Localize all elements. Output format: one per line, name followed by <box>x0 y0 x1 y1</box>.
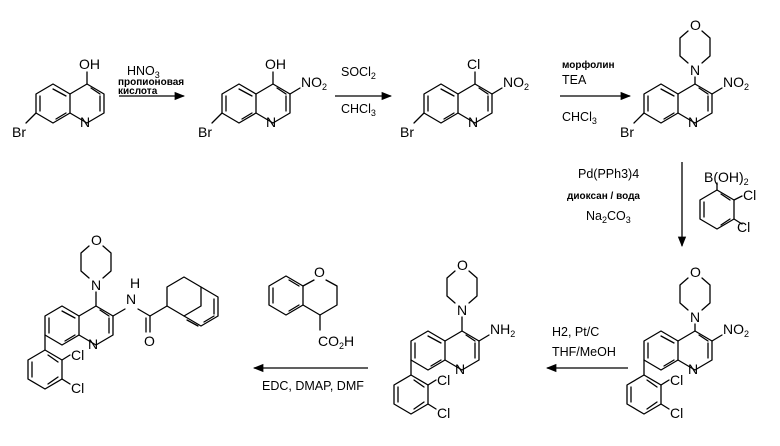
bromo-label: Br <box>12 124 26 140</box>
nitrogen-label: N <box>455 361 465 377</box>
chloro-label: Cl <box>467 56 480 72</box>
chloro-label: Cl <box>743 187 756 203</box>
svg-text:THF/MeOH: THF/MeOH <box>552 345 616 359</box>
compound-8-dichlorophenyl-4-morpholinoquinolin-3-amine: O N NH2 N Cl Cl <box>394 257 515 421</box>
compound-chroman-4-carboxylic-acid: O CO2H <box>269 264 354 351</box>
oxygen-label: O <box>91 232 102 248</box>
oxygen-label: O <box>690 264 701 280</box>
nitrogen-label: N <box>266 114 276 130</box>
nitrogen-label: N <box>80 114 90 130</box>
nitro-label: NO2 <box>723 74 749 92</box>
nitrogen-label: N <box>690 309 700 325</box>
bromo-label: Br <box>620 124 634 140</box>
nitrogen-label: N <box>457 302 467 318</box>
hydroxy-label: OH <box>79 56 100 72</box>
svg-text:H2, Pt/C: H2, Pt/C <box>552 325 599 339</box>
reagents-step-1: HNO3 пропионовая кислота <box>118 64 184 97</box>
compound-8-bromo-4-chloro-3-nitroquinoline: Cl NO2 N Br <box>400 56 529 140</box>
oxygen-label: O <box>690 17 701 33</box>
svg-text:SOCl2: SOCl2 <box>341 65 376 81</box>
svg-text:Na2CO3: Na2CO3 <box>586 209 631 225</box>
reagents-step-3: морфолин TEA CHCl3 <box>562 59 615 126</box>
compound-8-bromoquinolin-4-ol: OH N Br <box>12 56 104 140</box>
compound-8-bromo-3-nitroquinolin-4-ol: OH NO2 N Br <box>198 56 327 140</box>
nitrogen-label: N <box>690 62 700 78</box>
hydroxy-label: OH <box>265 56 286 72</box>
nitro-label: NO2 <box>503 74 529 92</box>
amide-nitrogen-label: N <box>126 291 136 307</box>
chloro-label: Cl <box>670 405 683 421</box>
nitro-label: NO2 <box>301 74 327 92</box>
nitrogen-label: N <box>688 361 698 377</box>
compound-8-bromo-4-morpholino-3-nitroquinoline: O N NO2 N Br <box>620 17 749 140</box>
carbonyl-oxygen-label: O <box>144 333 155 349</box>
svg-text:CHCl3: CHCl3 <box>341 102 376 118</box>
nitrogen-label: N <box>88 336 98 352</box>
chloro-label: Cl <box>437 372 450 388</box>
compound-2-3-dichlorophenylboronic-acid: B(OH)2 Cl Cl <box>700 169 756 235</box>
nitro-label: NO2 <box>723 321 749 339</box>
svg-text:кислота: кислота <box>118 86 158 97</box>
reagents-step-4: Pd(PPh3)4 диоксан / вода Na2CO3 <box>567 167 640 225</box>
bromo-label: Br <box>400 124 414 140</box>
chloro-label: Cl <box>71 347 84 363</box>
svg-text:Pd(PPh3)4: Pd(PPh3)4 <box>578 167 639 181</box>
boronic-acid-label: B(OH)2 <box>704 169 749 187</box>
nitrogen-label: N <box>688 114 698 130</box>
svg-text:диоксан / вода: диоксан / вода <box>567 191 640 202</box>
reagents-step-5: H2, Pt/C THF/MeOH <box>552 325 616 359</box>
nitrogen-label: N <box>468 114 478 130</box>
oxygen-label: O <box>457 257 468 273</box>
svg-text:морфолин: морфолин <box>562 59 615 71</box>
chloro-label: Cl <box>670 372 683 388</box>
reagents-step-2: SOCl2 CHCl3 <box>341 65 376 118</box>
svg-text:TEA: TEA <box>562 73 587 87</box>
amide-hydrogen-label: H <box>130 275 140 291</box>
bromo-label: Br <box>198 124 212 140</box>
reagents-step-6: EDC, DMAP, DMF <box>262 379 364 393</box>
compound-8-dichlorophenyl-4-morpholino-3-nitroquinoline: O N NO2 N Cl Cl <box>627 264 749 421</box>
nitrogen-label: N <box>91 277 101 293</box>
compound-final-amide-product: O N N H O N Cl Cl <box>28 232 218 396</box>
amino-label: NH2 <box>490 321 515 339</box>
chloro-label: Cl <box>737 219 750 235</box>
carboxylic-acid-label: CO2H <box>318 333 354 351</box>
oxygen-label: O <box>314 264 325 280</box>
chloro-label: Cl <box>71 380 84 396</box>
svg-text:CHCl3: CHCl3 <box>562 110 597 126</box>
chloro-label: Cl <box>437 405 450 421</box>
